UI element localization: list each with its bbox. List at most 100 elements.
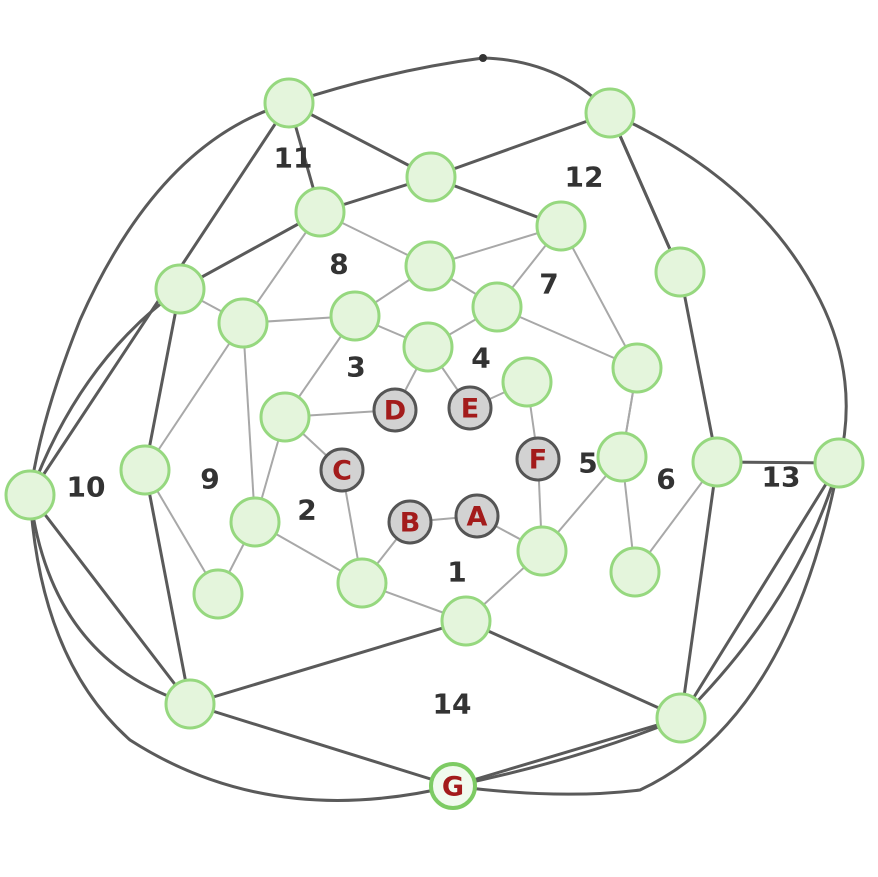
node-B: B bbox=[387, 499, 433, 545]
graph-node bbox=[813, 437, 865, 489]
node-circle bbox=[192, 568, 244, 620]
graph-edge bbox=[429, 111, 612, 179]
region-label: 13 bbox=[762, 461, 801, 494]
node-circle bbox=[596, 431, 648, 483]
node-circle bbox=[535, 200, 587, 252]
node-circle bbox=[654, 246, 706, 298]
graph-edge bbox=[188, 702, 455, 788]
graph-edge bbox=[678, 270, 719, 464]
graph-node bbox=[691, 436, 743, 488]
node-circle bbox=[813, 437, 865, 489]
node-letter: G bbox=[442, 772, 464, 803]
graph-edge bbox=[608, 111, 848, 465]
node-circle bbox=[515, 436, 561, 482]
node-circle bbox=[402, 321, 454, 373]
node-circle bbox=[294, 186, 346, 238]
graph-node bbox=[154, 263, 206, 315]
graph-edge bbox=[144, 322, 244, 471]
graph-edge bbox=[451, 716, 683, 788]
graph-edge bbox=[143, 468, 192, 706]
graph-node bbox=[263, 77, 315, 129]
graph-node bbox=[535, 200, 587, 252]
node-circle bbox=[471, 281, 523, 333]
region-label: 3 bbox=[346, 351, 365, 384]
graph-node bbox=[192, 568, 244, 620]
graph-edge bbox=[560, 225, 638, 369]
node-circle bbox=[404, 240, 456, 292]
graph-node bbox=[584, 87, 636, 139]
graph-node bbox=[336, 557, 388, 609]
node-E: E bbox=[447, 385, 493, 431]
node-circle bbox=[164, 678, 216, 730]
graph-node bbox=[217, 297, 269, 349]
node-C: C bbox=[319, 447, 365, 493]
region-label: 7 bbox=[539, 268, 558, 301]
node-circle bbox=[405, 151, 457, 203]
node-circle bbox=[263, 77, 315, 129]
node-circle bbox=[319, 447, 365, 493]
region-label: 14 bbox=[433, 688, 472, 721]
graph-node bbox=[164, 678, 216, 730]
region-label: 12 bbox=[565, 161, 604, 194]
node-circle bbox=[336, 557, 388, 609]
graph-node bbox=[501, 356, 553, 408]
graph-node bbox=[405, 151, 457, 203]
node-circle bbox=[501, 356, 553, 408]
node-circle bbox=[229, 496, 281, 548]
graph-node bbox=[609, 546, 661, 598]
node-circle bbox=[154, 263, 206, 315]
graph-edge bbox=[28, 493, 192, 706]
graph-node bbox=[516, 525, 568, 577]
region-label: 8 bbox=[329, 248, 348, 281]
node-letter: B bbox=[400, 508, 421, 539]
graph-edge bbox=[28, 493, 455, 802]
graph-edge bbox=[679, 461, 841, 720]
node-A: A bbox=[454, 493, 500, 539]
graph-node bbox=[404, 240, 456, 292]
graph-node bbox=[596, 431, 648, 483]
graph-node bbox=[119, 444, 171, 496]
graph-edge bbox=[287, 56, 612, 115]
node-circle bbox=[611, 342, 663, 394]
graph-edge bbox=[28, 101, 291, 497]
node-circle bbox=[329, 290, 381, 342]
node-letter: D bbox=[384, 396, 406, 427]
node-circle bbox=[119, 444, 171, 496]
node-letter: E bbox=[461, 394, 479, 425]
region-label: 5 bbox=[578, 447, 597, 480]
region-label: 1 bbox=[447, 556, 466, 589]
node-letter: C bbox=[332, 456, 352, 487]
node-circle bbox=[516, 525, 568, 577]
graph-node bbox=[329, 290, 381, 342]
graph-edge bbox=[28, 493, 192, 706]
node-circle bbox=[584, 87, 636, 139]
graph-edge bbox=[242, 322, 256, 523]
graph-node bbox=[294, 186, 346, 238]
node-circle bbox=[372, 387, 418, 433]
region-label: 2 bbox=[297, 494, 316, 527]
region-label: 4 bbox=[471, 342, 490, 375]
graph-edge bbox=[178, 210, 322, 291]
graph-node bbox=[4, 469, 56, 521]
node-circle bbox=[217, 297, 269, 349]
node-circle bbox=[691, 436, 743, 488]
graph-edge bbox=[28, 287, 182, 497]
node-circle bbox=[655, 692, 707, 744]
node-circle bbox=[387, 499, 433, 545]
graph-edge bbox=[679, 461, 841, 720]
node-D: D bbox=[372, 387, 418, 433]
graph-edge bbox=[464, 619, 683, 720]
node-circle bbox=[454, 493, 500, 539]
graph-node bbox=[654, 246, 706, 298]
node-letter: F bbox=[529, 445, 547, 476]
graph-edge bbox=[451, 461, 841, 796]
node-circle bbox=[609, 546, 661, 598]
region-label: 9 bbox=[200, 463, 219, 496]
graph-node bbox=[229, 496, 281, 548]
node-circle bbox=[440, 595, 492, 647]
graph-node bbox=[611, 342, 663, 394]
graph-edge bbox=[143, 287, 182, 472]
graph-edge bbox=[188, 619, 468, 706]
graph-edge bbox=[451, 716, 683, 788]
